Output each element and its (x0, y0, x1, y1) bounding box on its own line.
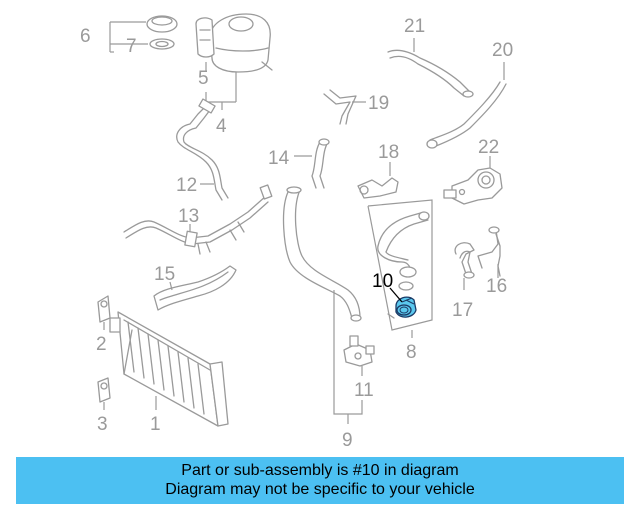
upper-bracket-part (97, 295, 111, 323)
part-info-banner: Part or sub-assembly is #10 in diagram D… (16, 457, 624, 504)
radiator-hose-part (282, 186, 362, 322)
caption-line-disclaimer: Diagram may not be specific to your vehi… (165, 481, 475, 498)
callout-2: 2 (96, 334, 107, 355)
coolant-hose-21-part (387, 49, 474, 98)
seal-ring-part (149, 38, 175, 50)
callout-5: 5 (198, 68, 209, 89)
coolant-hose-20-part (426, 81, 507, 149)
callout-6: 6 (80, 26, 91, 47)
callout-8: 8 (406, 342, 417, 363)
callout-12: 12 (176, 175, 197, 196)
callout-17: 17 (452, 300, 473, 321)
small-hose-17-part (454, 242, 475, 279)
lower-hose-part (153, 265, 237, 311)
callout-19: 19 (368, 93, 389, 114)
reservoir-cap-part (146, 15, 178, 33)
callout-9: 9 (342, 430, 353, 451)
callout-10: 10 (372, 271, 393, 292)
upper-hose-assembly (367, 199, 433, 331)
hose-clamp-part-10 (395, 296, 417, 318)
callout-14: 14 (268, 148, 290, 169)
callout-22: 22 (478, 137, 499, 158)
small-hose-16-part (477, 226, 501, 277)
callout-20: 20 (492, 40, 513, 61)
callout-16: 16 (486, 276, 507, 297)
callout-18: 18 (378, 142, 399, 163)
tank-hose-part (176, 98, 229, 201)
small-pipe-part (323, 89, 357, 125)
callout-4: 4 (216, 116, 227, 137)
t-fitting-part (343, 335, 375, 367)
callout-15: 15 (154, 264, 175, 285)
caption-line-part: Part or sub-assembly is #10 in diagram (181, 462, 459, 479)
expansion-tank-part (195, 13, 273, 73)
bypass-hose-part (123, 184, 273, 255)
thermostat-housing-part (443, 167, 503, 205)
hose-fitting-part (357, 177, 399, 199)
callout-21: 21 (404, 16, 425, 37)
heater-hose-part (311, 138, 330, 189)
callout-1: 1 (150, 414, 161, 435)
callout-7: 7 (126, 36, 137, 57)
callout-3: 3 (97, 414, 108, 435)
callout-11: 11 (354, 380, 374, 401)
parts-diagram: 6 7 5 4 12 13 15 (80, 13, 513, 451)
radiator-part (109, 311, 229, 427)
callout-13: 13 (178, 206, 199, 227)
lower-bracket-part (97, 377, 111, 403)
